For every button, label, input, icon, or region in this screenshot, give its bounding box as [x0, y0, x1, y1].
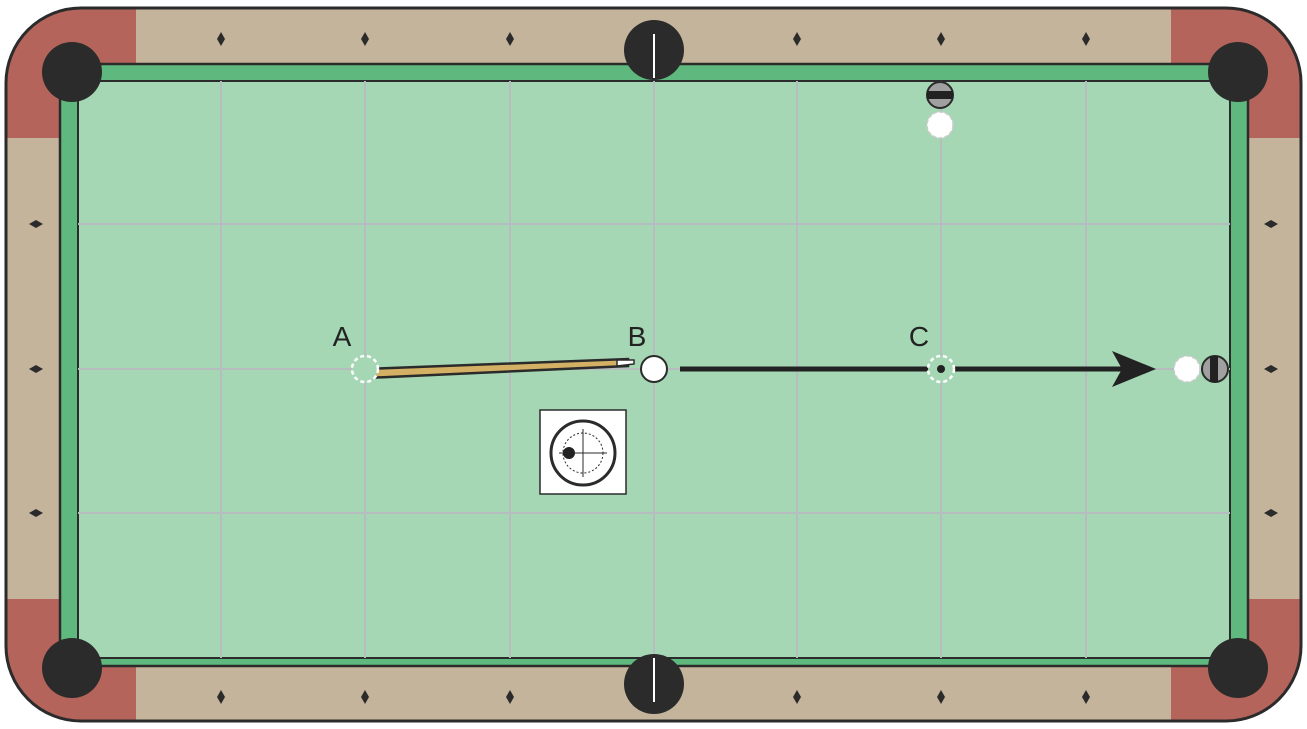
cue-tip-target-icon — [540, 410, 626, 494]
path-through-marker — [937, 365, 945, 373]
label-b: B — [628, 321, 647, 352]
pocket-bottom-right — [1208, 638, 1268, 698]
pocket-top-right — [1208, 42, 1268, 102]
label-c: C — [909, 321, 929, 352]
object-ball-right — [1202, 356, 1228, 382]
cue-ball-final-position — [1174, 356, 1200, 382]
ghost-ball-top — [927, 112, 953, 138]
ghost-ball-a — [352, 356, 378, 382]
object-ball-top — [927, 82, 953, 108]
label-a: A — [333, 321, 352, 352]
cue-ball — [641, 356, 667, 382]
pocket-bottom-left — [42, 638, 102, 698]
pocket-top-left — [42, 42, 102, 102]
